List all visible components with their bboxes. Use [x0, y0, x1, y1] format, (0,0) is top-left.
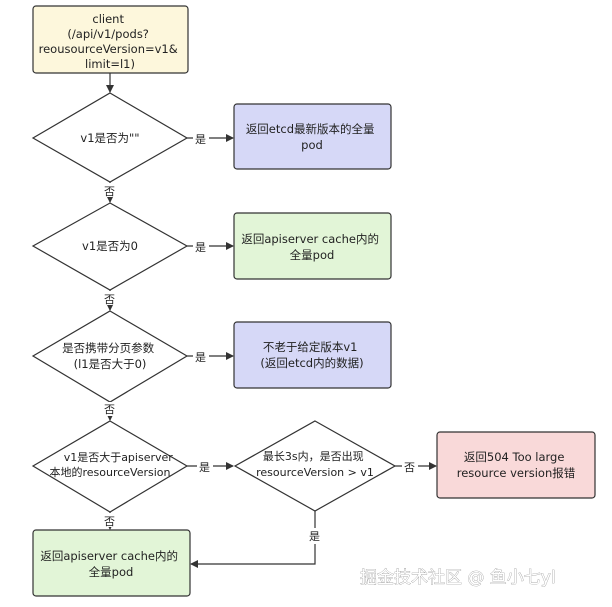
- d5-line-2: resourceVersion > v1: [256, 466, 374, 479]
- result-not-older-text: 不老于给定版本v1 (返回etcd内的数据): [260, 340, 363, 370]
- r5-line-1: 返回504 Too large: [464, 450, 565, 464]
- watermark-text: 掘金技术社区 @ 鱼小七yl: [360, 568, 556, 588]
- decision-v1-empty-text: v1是否为"": [80, 131, 139, 145]
- result-etcd-latest-text: 返回etcd最新版本的全量 pod: [246, 122, 378, 152]
- d3-no-label: 否: [104, 403, 115, 416]
- r2-line-2: 全量pod: [290, 248, 335, 262]
- d2-line-1: v1是否为0: [82, 239, 138, 253]
- d4-yes-label: 是: [199, 461, 210, 474]
- start-node-text: client (/api/v1/pods? reousourceVersion=…: [39, 12, 182, 71]
- result-cache-full: [233, 212, 392, 280]
- r3-line-2: (返回etcd内的数据): [260, 356, 363, 370]
- r1-line-2: pod: [301, 138, 323, 152]
- d3-line-2: (l1是否大于0): [74, 357, 147, 371]
- result-504-error: [436, 431, 596, 499]
- start-node: [32, 5, 189, 74]
- decision-v1-greater-text: v1是否大于apiserver 本地的resourceVersion: [49, 450, 176, 479]
- decision-v1-zero-text: v1是否为0: [82, 239, 138, 253]
- decision-wait-3s: [233, 420, 397, 512]
- decision-v1-empty: [31, 92, 189, 183]
- d4-line-1: v1是否大于apiserver: [64, 450, 174, 464]
- d4-no-label: 否: [104, 515, 115, 528]
- d5-no-label: 否: [404, 461, 415, 474]
- result-cache-full-text: 返回apiserver cache内的 全量pod: [241, 232, 382, 262]
- d2-yes-label: 是: [195, 241, 206, 254]
- d5-line-1: 最长3s内，是否出现: [263, 449, 364, 463]
- start-line-1: client: [92, 12, 124, 26]
- d1-no-label: 否: [104, 185, 115, 198]
- result-cache-full-final: [32, 529, 191, 597]
- result-not-older: [233, 321, 392, 389]
- decision-v1-zero: [31, 202, 189, 291]
- r5-line-2: resource version报错: [457, 466, 576, 480]
- d5-yes-label: 是: [309, 530, 320, 543]
- start-line-2: (/api/v1/pods?: [67, 27, 149, 41]
- d4-line-2: 本地的resourceVersion: [49, 465, 170, 479]
- result-504-error-text: 返回504 Too large resource version报错: [457, 450, 576, 480]
- d3-line-1: 是否携带分页参数: [62, 341, 154, 355]
- decision-wait-3s-text: 最长3s内，是否出现 resourceVersion > v1: [256, 449, 374, 479]
- result-etcd-latest: [233, 103, 392, 170]
- r1-line-1: 返回etcd最新版本的全量: [246, 122, 375, 136]
- start-line-3: reousourceVersion=v1&: [39, 42, 178, 56]
- r2-line-1: 返回apiserver cache内的: [241, 232, 379, 246]
- decision-v1-greater: [31, 420, 189, 513]
- edge-labels: 是 否 是 否 是 否 是 否 否 是: [103, 130, 418, 544]
- result-cache-full-final-text: 返回apiserver cache内的 全量pod: [40, 549, 181, 579]
- d1-line-1: v1是否为"": [80, 131, 139, 145]
- r4-line-2: 全量pod: [89, 565, 134, 579]
- start-line-4: limit=l1): [85, 57, 135, 71]
- d3-yes-label: 是: [195, 351, 206, 364]
- edge-d5-r4: [190, 511, 316, 568]
- r4-line-1: 返回apiserver cache内的: [40, 549, 178, 563]
- decision-paging-text: 是否携带分页参数 (l1是否大于0): [62, 341, 158, 371]
- r3-line-1: 不老于给定版本v1: [263, 340, 358, 354]
- d1-yes-label: 是: [195, 133, 206, 146]
- d2-no-label: 否: [104, 293, 115, 306]
